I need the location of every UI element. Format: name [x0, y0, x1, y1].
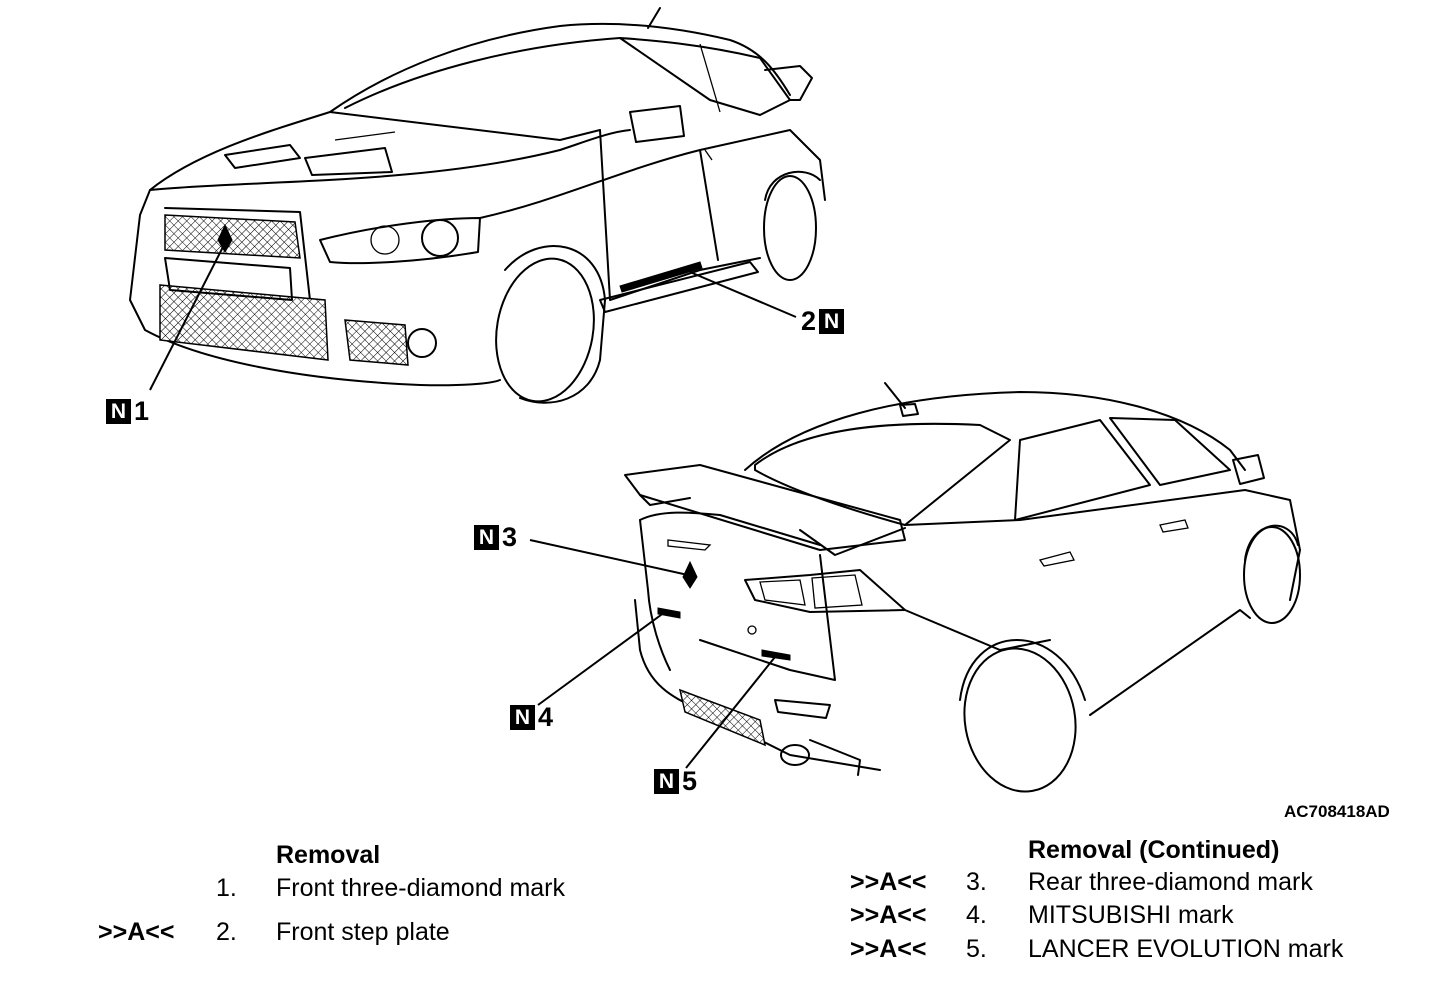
leader-line-2 [689, 271, 797, 318]
callout-number: 4 [538, 702, 554, 732]
legend-ref: >>A<< [850, 901, 927, 929]
rear-car-drawing [624, 382, 1301, 793]
callout-badge: N [106, 399, 131, 424]
removal-continued-heading: Removal (Continued) [1028, 836, 1280, 864]
legend-ref: >>A<< [850, 935, 927, 963]
callout-5: N 5 [654, 766, 700, 797]
removal-heading: Removal [276, 841, 381, 869]
legend-index: 4. [966, 901, 987, 929]
callout-number: 3 [502, 522, 518, 552]
front-car-drawing [129, 7, 826, 404]
legend-index: 1. [216, 874, 237, 902]
figure-code: AC708418AD [1284, 802, 1390, 821]
legend-index: 2. [216, 918, 237, 946]
legend-index: 5. [966, 935, 987, 963]
callout-badge: N [819, 309, 845, 334]
leader-line-5 [685, 656, 776, 769]
callout-3: N 3 [474, 522, 520, 553]
callout-4: N 4 [510, 702, 556, 733]
legend-ref: >>A<< [850, 868, 927, 896]
callout-1: N 1 [106, 396, 152, 427]
leader-line-4 [537, 611, 666, 706]
legend-label: Front three-diamond mark [276, 874, 566, 902]
callout-number: 5 [682, 766, 698, 796]
legend-index: 3. [966, 868, 987, 896]
legend-label: LANCER EVOLUTION mark [1028, 935, 1344, 963]
callout-badge: N [474, 525, 499, 550]
callout-badge: N [654, 769, 679, 794]
legend-label: Rear three-diamond mark [1028, 868, 1313, 896]
leader-line-1 [149, 242, 226, 391]
callout-2: 2 N [798, 306, 845, 337]
legend-label: MITSUBISHI mark [1028, 901, 1234, 929]
legend-ref: >>A<< [98, 918, 175, 946]
callout-badge: N [510, 705, 535, 730]
callout-number: 2 [801, 306, 817, 336]
leader-line-3 [529, 539, 689, 576]
legend-label: Front step plate [276, 918, 450, 946]
callout-number: 1 [134, 396, 150, 426]
